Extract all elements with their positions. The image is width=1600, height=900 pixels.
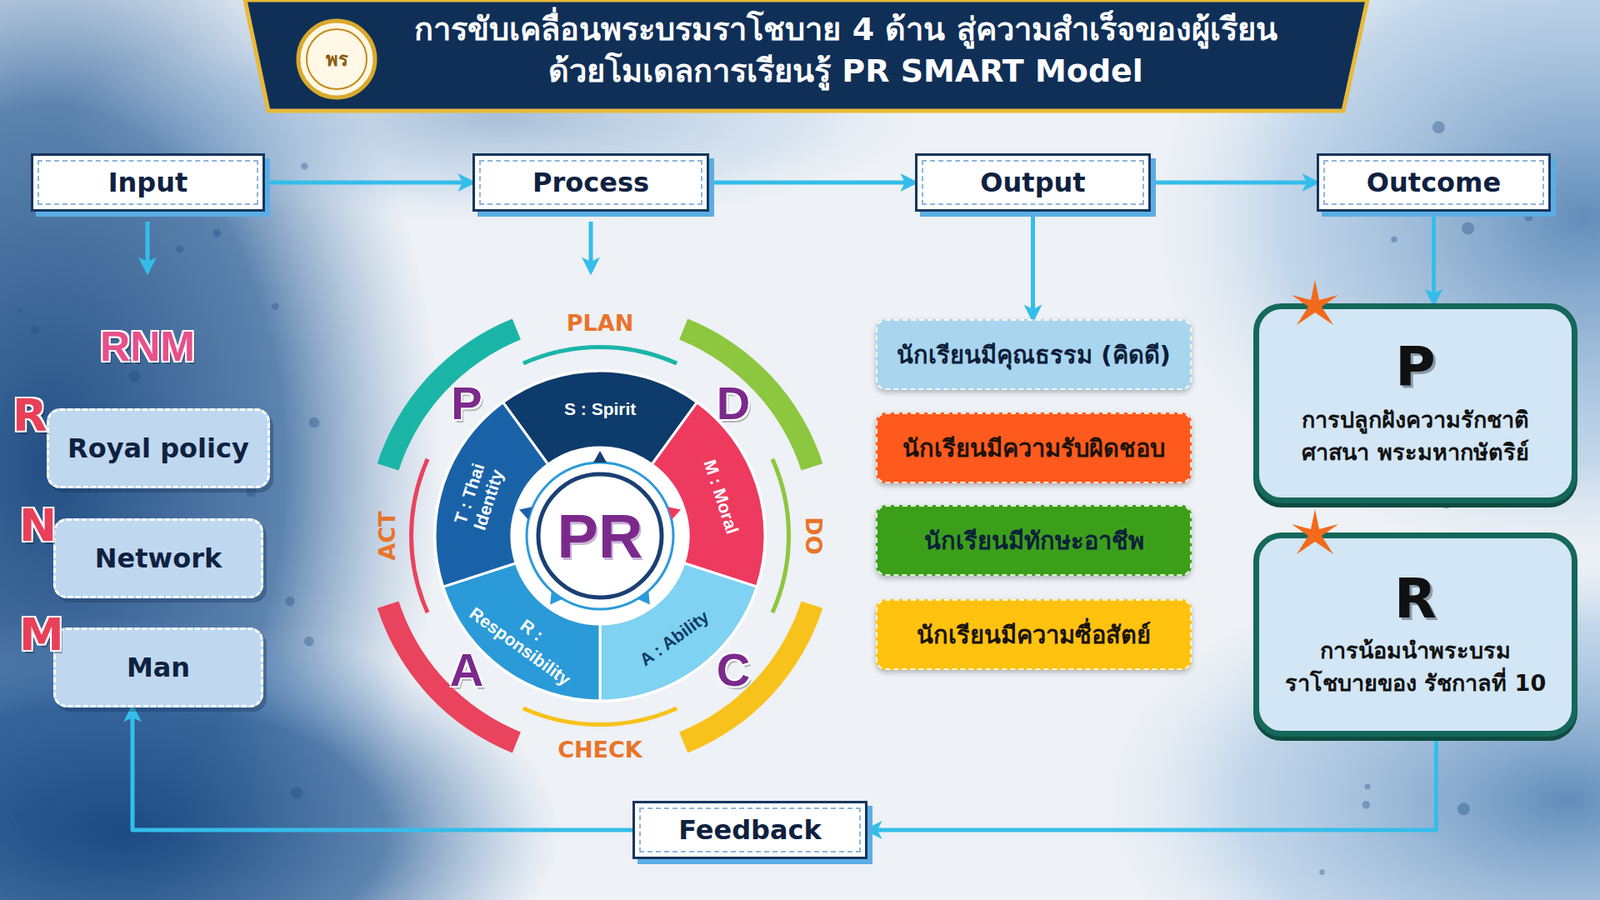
- node-text: การปลูกฝังความรักชาติ ศาสนา พระมหากษัตริ…: [1277, 403, 1554, 469]
- splatter-dot: [285, 596, 295, 607]
- splatter-dot: [271, 303, 279, 310]
- pdca-letter: P: [450, 375, 482, 430]
- stage-box: Outcome: [1316, 153, 1551, 212]
- center-circle: PR: [535, 470, 665, 601]
- splatter-dot: [1524, 212, 1533, 221]
- splatter-dot: [128, 370, 140, 383]
- node-heading: N: [19, 499, 57, 552]
- flow-arrow: [709, 180, 915, 185]
- splatter-dot: [300, 162, 308, 170]
- output-box: นักเรียนมีความซื่อสัตย์: [875, 599, 1192, 670]
- splatter-dot: [18, 309, 23, 314]
- down-arrow: [589, 221, 594, 272]
- input-box: RRoyal policy: [46, 408, 270, 489]
- center-arrow: [517, 503, 533, 520]
- splatter-dot: [1390, 236, 1398, 244]
- school-logo: [298, 20, 375, 98]
- school-logo-ring: [306, 29, 367, 90]
- splatter-dot: [1362, 800, 1370, 809]
- pdca-wheel: [377, 318, 823, 753]
- wheel-ground: [433, 369, 767, 703]
- node-text: Royal policy: [67, 432, 250, 465]
- pdca-letter: D: [716, 375, 750, 430]
- splatter-dot: [213, 229, 221, 237]
- node-heading: M: [19, 608, 65, 661]
- splatter-dot: [309, 417, 320, 428]
- flow-arrow: [1030, 211, 1035, 320]
- input-box: NNetwork: [53, 518, 264, 599]
- node-text: นักเรียนมีความรับผิดชอบ: [902, 429, 1165, 468]
- node-text: Network: [95, 542, 222, 575]
- pdca-thin-arc: [522, 345, 678, 365]
- node-text: นักเรียนมีทักษะอาชีพ: [924, 521, 1145, 560]
- splatter-dot: [290, 786, 304, 800]
- pdca-letter: A: [450, 642, 484, 697]
- phase-label: ACT: [374, 510, 400, 560]
- title: การขับเคลื่อนพระบรมราโชบาย 4 ด้าน สู่ควา…: [391, 8, 1300, 92]
- center-arrow: [667, 503, 683, 520]
- center-arrow: [593, 450, 607, 463]
- splatter-dot: [13, 812, 20, 819]
- pdca-thin-arc: [522, 706, 678, 727]
- stage-box: Input: [30, 153, 265, 212]
- splatter-dot: [1365, 783, 1371, 790]
- node-text: นักเรียนมีคุณธรรม (คิดดี): [896, 335, 1171, 375]
- logo-text: พร: [325, 45, 349, 75]
- group-label: RNM: [100, 322, 195, 371]
- center-ring: [526, 462, 674, 610]
- splatter-dot: [246, 486, 257, 497]
- wheel-segment: S : Spirit: [564, 399, 636, 420]
- node-text: นักเรียนมีความซื่อสัตย์: [916, 615, 1151, 655]
- stage-box: Output: [915, 153, 1151, 212]
- output-box: นักเรียนมีความรับผิดชอบ: [875, 412, 1192, 484]
- node-text: Outcome: [1366, 166, 1501, 199]
- output-box: นักเรียนมีทักษะอาชีพ: [875, 505, 1192, 576]
- splatter-dot: [1319, 869, 1325, 875]
- output-box: นักเรียนมีคุณธรรม (คิดดี): [875, 319, 1192, 390]
- title-banner: [245, 0, 1368, 111]
- flow-arrow: [265, 180, 473, 185]
- node-text: Process: [532, 166, 650, 199]
- pdca-thin-arc: [770, 458, 791, 614]
- stage-box: Process: [472, 153, 710, 212]
- node-text: PR: [557, 500, 644, 572]
- node-text: Output: [980, 166, 1085, 199]
- splatter-dot: [1432, 120, 1445, 134]
- node-text: การน้อมนำพระบรม ราโชบายของ รัชกาลที่ 10: [1277, 634, 1554, 700]
- center-arrow: [637, 590, 655, 609]
- node-heading: R: [12, 389, 48, 442]
- splatter-dot: [30, 325, 40, 335]
- stage-box: Feedback: [632, 800, 868, 860]
- flow-arrow: [1431, 211, 1436, 304]
- node-text: S : Spirit: [564, 399, 636, 420]
- input-box: MMan: [53, 627, 264, 708]
- node-text: Input: [108, 166, 189, 199]
- outcome-card: P การปลูกฝังความรักชาติ ศาสนา พระมหากษัตร…: [1253, 303, 1578, 504]
- pdca-letter: C: [716, 642, 750, 697]
- node-text: Man: [126, 651, 190, 684]
- splatter-dot: [175, 245, 184, 254]
- outcome-card: R การน้อมนำพระบรม ราโชบายของ รัชกาลที่ 10: [1253, 532, 1578, 737]
- flow-arrow: [1150, 180, 1317, 185]
- node-heading: R: [1394, 570, 1437, 628]
- center-arrow: [545, 590, 563, 609]
- splatter-dot: [1457, 802, 1470, 815]
- phase-label: DO: [800, 516, 827, 555]
- phase-label: PLAN: [566, 310, 635, 336]
- splatter-dot: [1461, 221, 1475, 235]
- splatter-dot: [304, 636, 315, 647]
- down-arrow: [145, 221, 150, 272]
- flow-arrow: [132, 707, 633, 830]
- phase-label: CHECK: [557, 736, 643, 763]
- flow-arrow: [867, 736, 1437, 830]
- node-text: Feedback: [678, 814, 822, 846]
- pdca-thin-arc: [409, 458, 430, 614]
- node-heading: P: [1395, 338, 1435, 396]
- watercolor-blob: [0, 616, 559, 900]
